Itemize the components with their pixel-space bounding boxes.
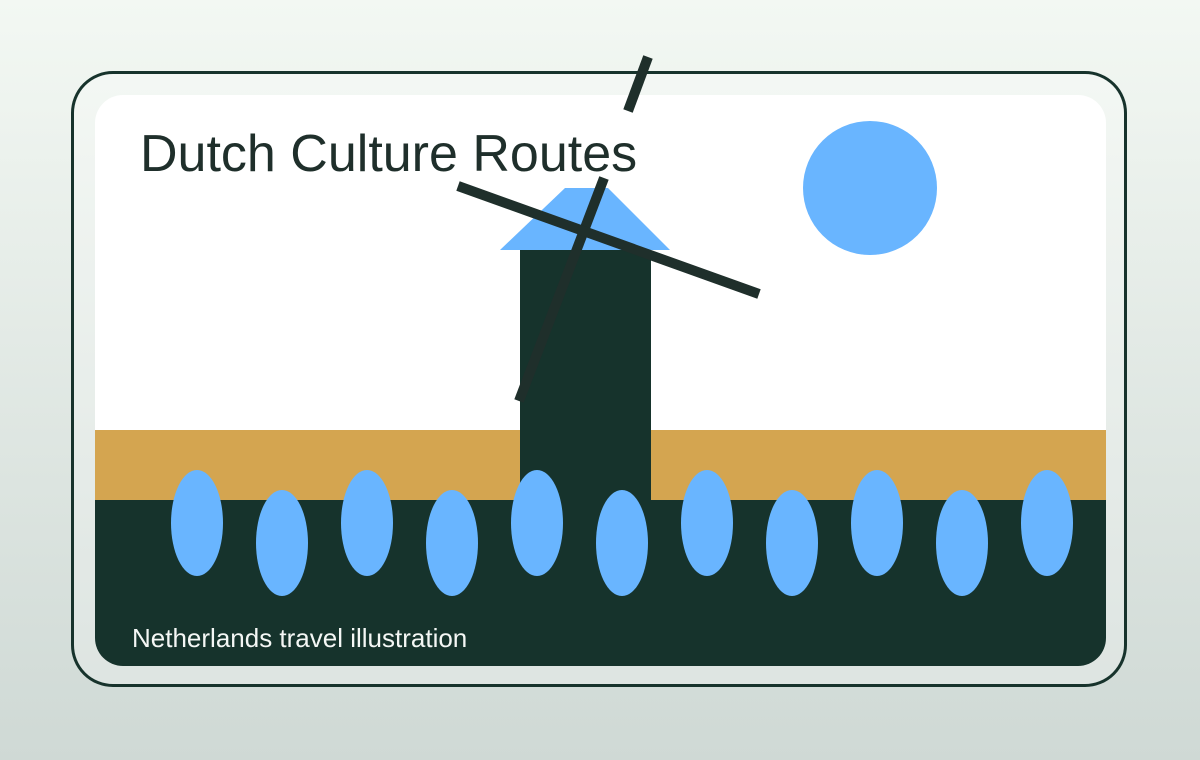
sun-icon	[803, 121, 937, 255]
windmill-icon	[456, 55, 761, 502]
tulip-icon	[171, 470, 223, 576]
tulip-icon	[766, 490, 818, 596]
tulip-icon	[341, 470, 393, 576]
tulip-icon	[256, 490, 308, 596]
illustration-caption: Netherlands travel illustration	[132, 623, 468, 653]
windmill-blade	[456, 181, 761, 299]
tulip-icon	[511, 470, 563, 576]
tulip-icon	[851, 470, 903, 576]
windmill-blade	[623, 55, 653, 113]
windmill-body	[520, 250, 651, 502]
tulip-icon	[596, 490, 648, 596]
tulip-icon	[936, 490, 988, 596]
tulip-icon	[1021, 470, 1073, 576]
tulip-row	[171, 470, 1073, 596]
tulip-icon	[681, 470, 733, 576]
page-title: Dutch Culture Routes	[140, 125, 638, 183]
tulip-icon	[426, 490, 478, 596]
windmill-blade	[514, 176, 609, 403]
